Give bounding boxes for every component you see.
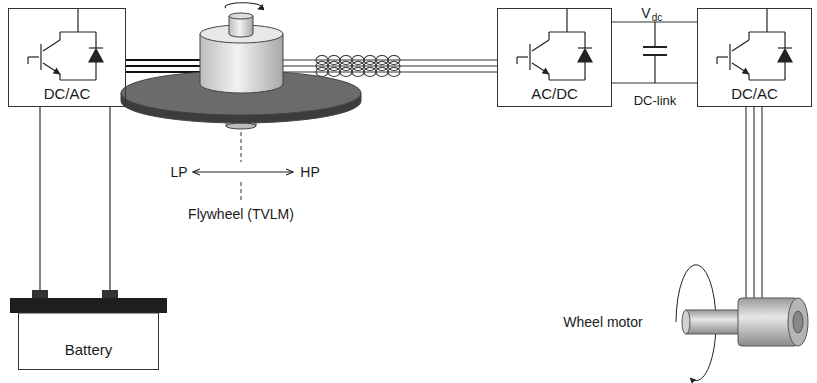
wire-connector xyxy=(40,107,110,290)
battery: Battery xyxy=(10,290,167,370)
node-label: Battery xyxy=(65,342,113,359)
phase-wires xyxy=(126,60,200,72)
diode-symbol xyxy=(578,49,592,62)
capacitor-symbol xyxy=(643,22,667,83)
emitter-arrow xyxy=(732,63,749,74)
symbol-stroke xyxy=(532,40,549,51)
flywheel-label: Flywheel (TVLM) xyxy=(188,207,294,221)
converter-box: AC/DC xyxy=(497,8,612,107)
symbol-stroke xyxy=(748,32,749,40)
emitter-arrow xyxy=(43,63,60,74)
symbol-stroke xyxy=(729,44,730,70)
diode-symbol xyxy=(778,49,792,62)
wheel-motor xyxy=(676,265,808,381)
coil-turn xyxy=(340,68,352,77)
converter-box: DC/AC xyxy=(8,8,126,107)
symbol-stroke xyxy=(732,40,749,51)
drawing-part xyxy=(283,71,497,72)
symbol-stroke xyxy=(27,57,28,64)
symbol-stroke xyxy=(717,56,728,57)
drawing-part xyxy=(788,298,808,346)
drawing-part xyxy=(761,107,762,302)
symbol-stroke xyxy=(784,32,785,48)
symbol-stroke xyxy=(566,8,567,32)
symbol-stroke xyxy=(59,32,60,40)
voltage-subscript: dc xyxy=(652,13,663,23)
drawing-part xyxy=(793,311,803,333)
emitter-arrow xyxy=(532,63,549,74)
drawing-part xyxy=(241,182,242,203)
node-label: DC/AC xyxy=(44,86,91,103)
drawing-part xyxy=(682,310,690,334)
symbol-stroke xyxy=(43,40,60,51)
symbol-stroke xyxy=(748,74,749,80)
igbt-symbol xyxy=(517,8,592,80)
symbol-stroke xyxy=(516,57,517,64)
direction-label: HP xyxy=(300,165,319,179)
drawing-part xyxy=(283,65,497,66)
symbol-stroke xyxy=(749,79,785,80)
symbol-stroke xyxy=(77,8,78,32)
coil-turn xyxy=(364,68,376,77)
battery-outline xyxy=(10,290,167,370)
igbt-symbol xyxy=(28,8,103,80)
coil-turn xyxy=(376,68,388,77)
symbol-stroke xyxy=(529,44,530,70)
symbol-stroke xyxy=(548,74,549,80)
coil-turn xyxy=(352,68,364,77)
battery-case xyxy=(19,313,159,370)
drawing-part xyxy=(229,13,253,19)
wire-connector xyxy=(612,22,697,83)
symbol-stroke xyxy=(584,62,585,80)
node-label: AC/DC xyxy=(531,86,578,103)
symbol-stroke xyxy=(766,8,767,32)
symbol-stroke xyxy=(95,62,96,80)
battery-terminal xyxy=(102,290,118,298)
symbol-stroke xyxy=(95,32,96,48)
drawing-part xyxy=(225,3,261,9)
symbol-stroke xyxy=(59,74,60,80)
symbol-stroke xyxy=(784,62,785,80)
symbol-stroke xyxy=(549,79,585,80)
drawing-part xyxy=(226,123,256,129)
symbol-stroke xyxy=(517,56,528,57)
igbt-symbol xyxy=(717,8,792,80)
drawing-part xyxy=(753,107,754,302)
flywheel xyxy=(121,3,361,203)
dc-link-label: DC-link xyxy=(634,94,677,107)
node-label: DC/AC xyxy=(731,86,778,103)
battery-lid xyxy=(10,298,167,313)
motor-wires xyxy=(746,107,762,302)
coil-wires xyxy=(283,56,497,77)
symbol-stroke xyxy=(584,32,585,48)
drawing-part xyxy=(686,310,740,334)
diode-symbol xyxy=(89,49,103,62)
coil-turn xyxy=(316,68,328,77)
symbol-stroke xyxy=(716,57,717,64)
motor-label: Wheel motor xyxy=(563,315,642,329)
drawing-part xyxy=(193,171,293,172)
battery-terminal xyxy=(32,290,48,298)
drawing-part xyxy=(126,59,200,61)
drawing-part xyxy=(643,46,667,48)
drawing-part xyxy=(654,55,655,83)
drawing-part xyxy=(654,22,655,47)
drawing-part xyxy=(745,107,746,302)
coil-turn xyxy=(328,68,340,77)
symbol-stroke xyxy=(548,32,549,40)
symbol-stroke xyxy=(40,44,41,70)
drawing-part xyxy=(283,59,497,60)
converter-box: DC/AC xyxy=(697,8,812,107)
coil-turn xyxy=(388,68,400,77)
symbol-stroke xyxy=(60,79,96,80)
drawing-part xyxy=(126,65,200,67)
symbol-stroke xyxy=(28,56,39,57)
direction-label: LP xyxy=(170,165,187,179)
voltage-symbol: V xyxy=(641,6,650,20)
